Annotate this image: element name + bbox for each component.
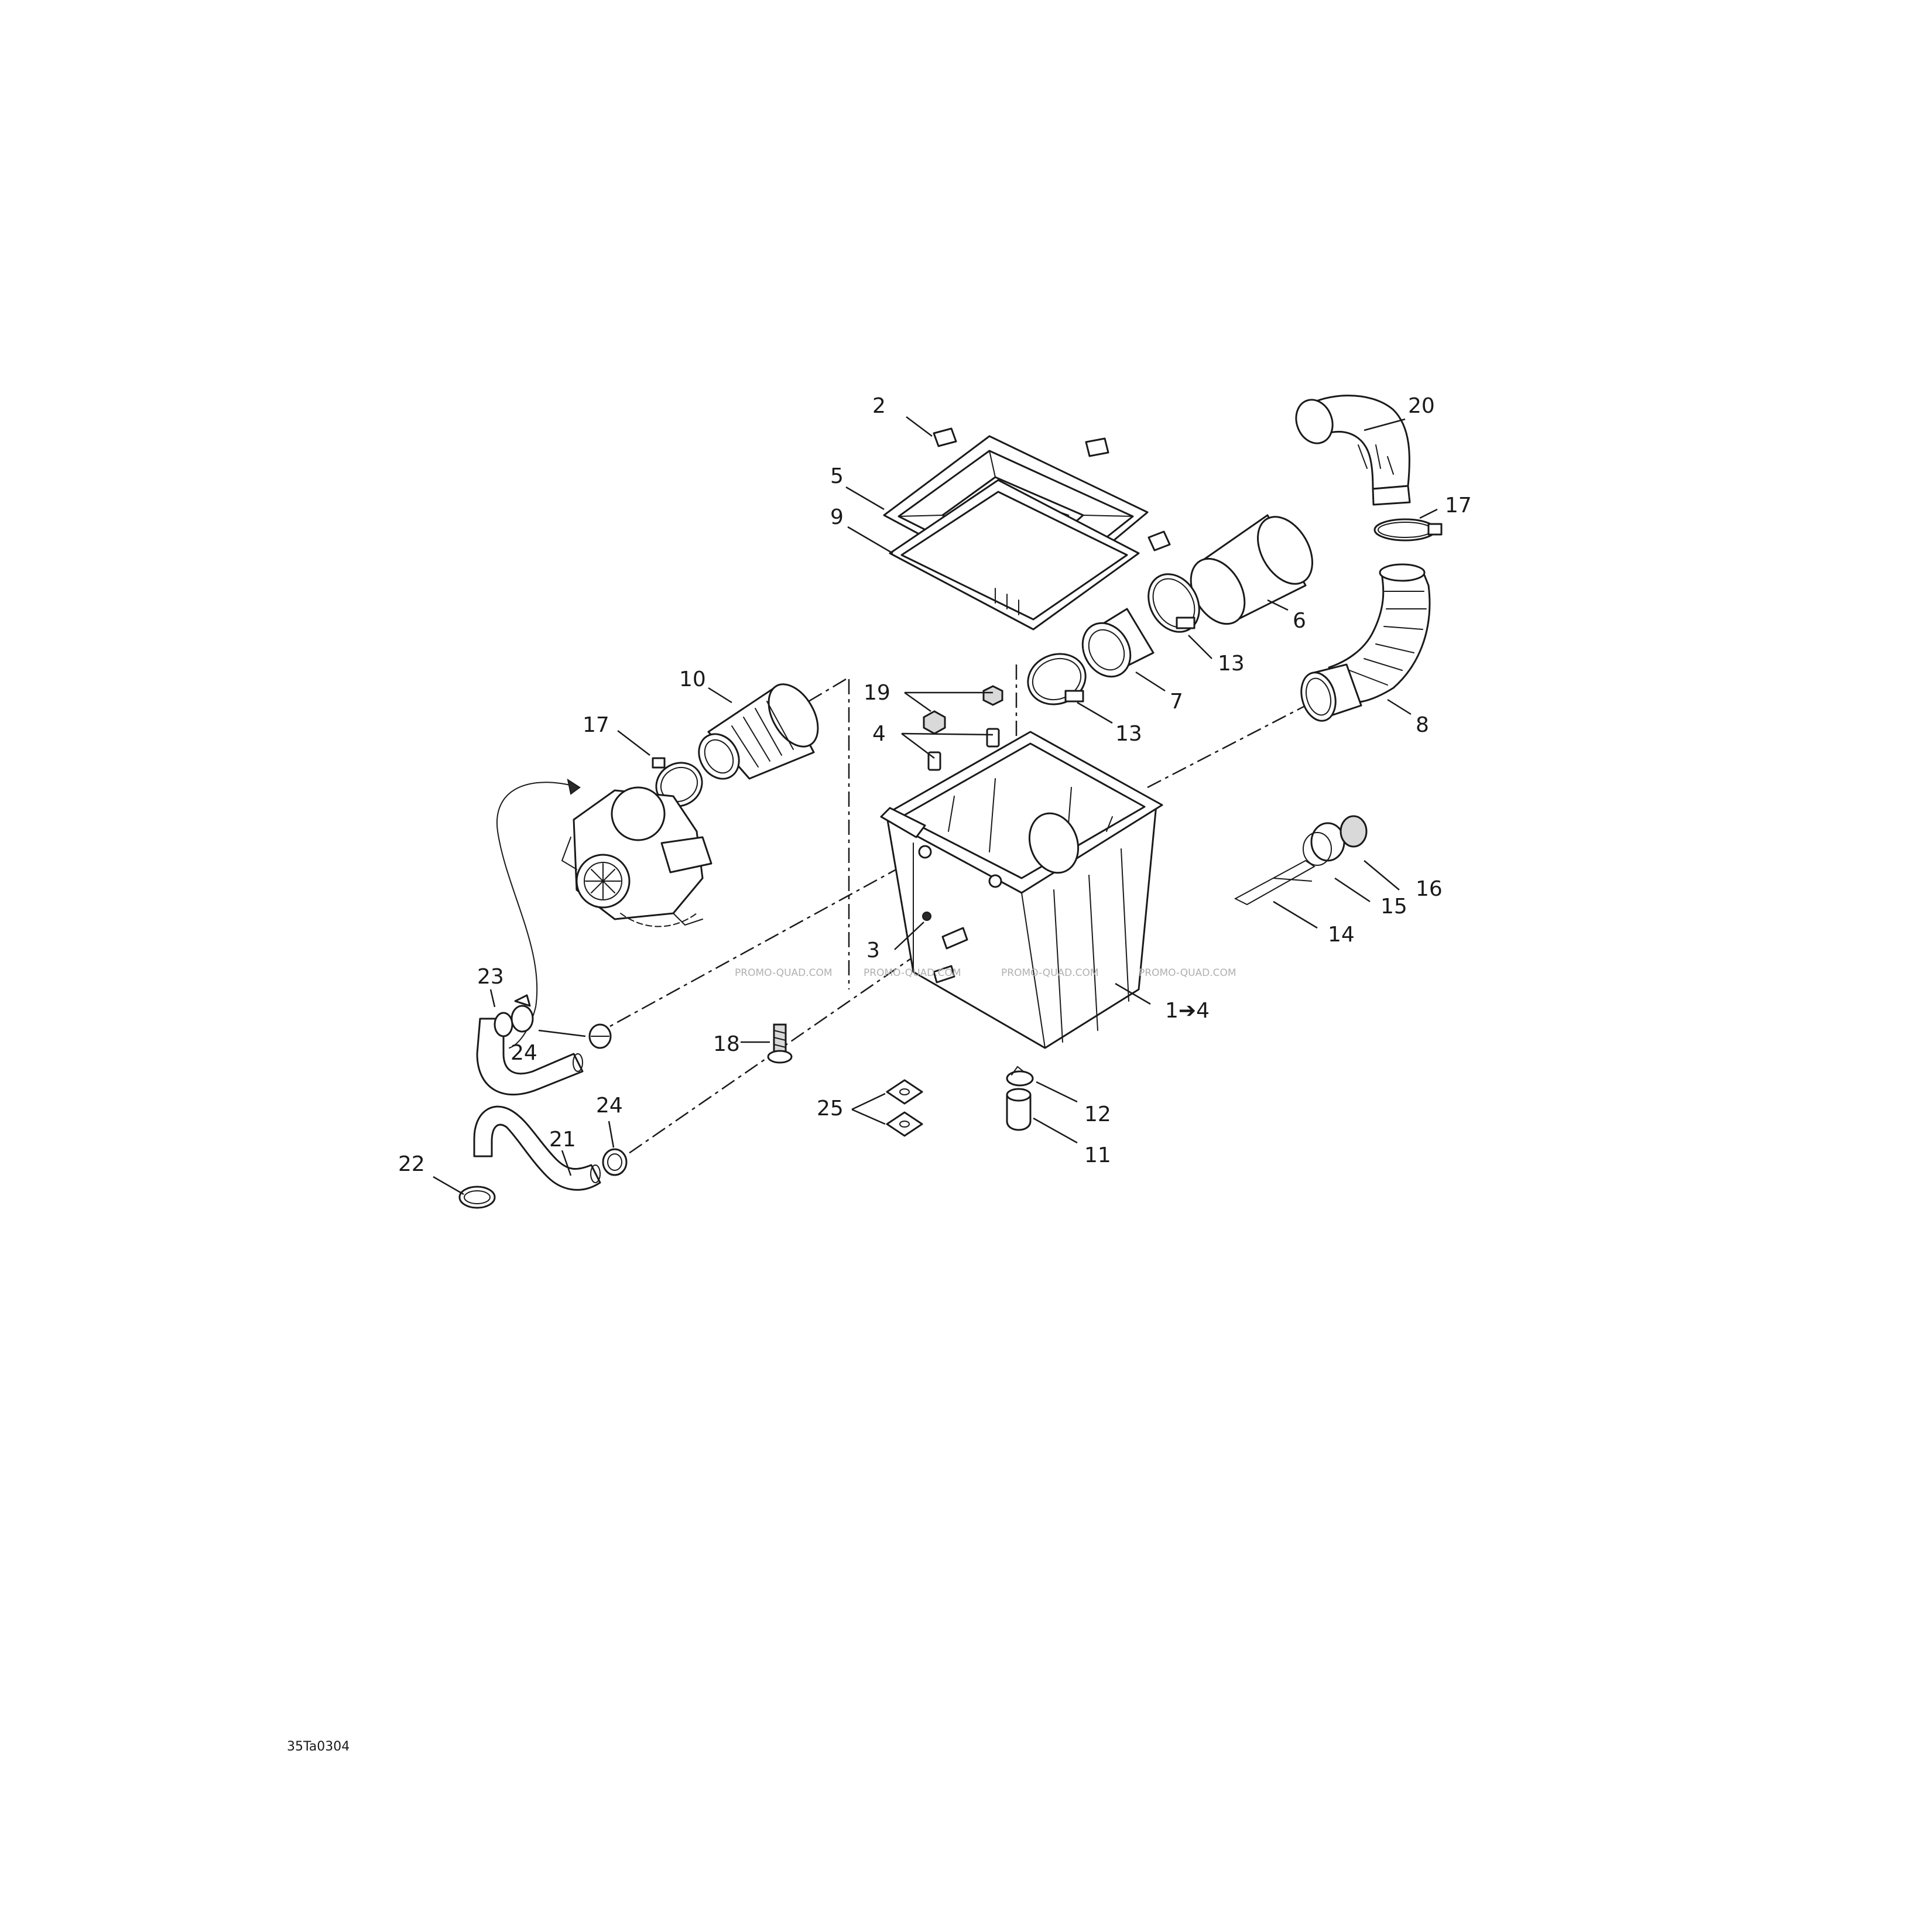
drain-clamp <box>1006 1066 1034 1087</box>
air-filter <box>889 479 1140 631</box>
spring-clip <box>1234 859 1316 906</box>
callout-10: 10 <box>679 667 706 691</box>
callout-3: 3 <box>866 938 880 962</box>
hose-clamp-upper <box>511 994 534 1033</box>
hose-clamp-middle <box>588 1023 612 1049</box>
callout-4: 4 <box>872 722 886 746</box>
callout-19: 19 <box>864 681 890 705</box>
watermark: PROMO-QUAD.COM <box>864 967 961 979</box>
watermark: PROMO-QUAD.COM <box>1001 967 1099 979</box>
intake-hose <box>1300 563 1431 722</box>
intake-boot <box>1190 514 1313 625</box>
callout-25: 25 <box>817 1097 844 1121</box>
callout-17-upper: 17 <box>1445 494 1472 518</box>
callout-20: 20 <box>1408 394 1435 418</box>
hose-clamp-lower <box>602 1148 628 1176</box>
drain-screw <box>767 1023 793 1064</box>
callout-8: 8 <box>1416 713 1429 737</box>
callout-24-lower: 24 <box>596 1094 623 1118</box>
diagram-code: 35Ta0304 <box>287 1739 350 1754</box>
drain-plug <box>1006 1088 1032 1131</box>
drain-hose-lower <box>473 1105 601 1191</box>
callout-14: 14 <box>1328 923 1355 947</box>
retaining-clip <box>933 427 1171 551</box>
drain-hose-upper <box>476 1012 584 1096</box>
carburetor-boot <box>698 683 819 780</box>
callout-9: 9 <box>830 505 844 529</box>
callout-15: 15 <box>1381 895 1407 919</box>
callout-11: 11 <box>1084 1143 1111 1167</box>
washer <box>886 1079 923 1137</box>
snorkel-elbow <box>1295 395 1411 506</box>
callout-13-lower: 13 <box>1115 722 1142 746</box>
callout-24-upper: 24 <box>511 1041 537 1065</box>
adapter <box>1081 608 1155 678</box>
vent-tube <box>496 778 581 1049</box>
callout-17-lower: 17 <box>583 713 609 737</box>
watermark: PROMO-QUAD.COM <box>735 967 833 979</box>
callout-2: 2 <box>872 394 886 418</box>
filter-cap <box>1303 822 1345 866</box>
air-box <box>880 731 1163 1049</box>
callout-18: 18 <box>713 1032 740 1056</box>
callout-6: 6 <box>1293 609 1306 633</box>
callout-21: 21 <box>549 1128 576 1152</box>
clamp-17-upper <box>1373 518 1443 542</box>
clamp-upper <box>1147 573 1200 633</box>
watermark: PROMO-QUAD.COM <box>1139 967 1236 979</box>
clamp-22 <box>458 1186 496 1209</box>
cap-seal <box>1340 815 1368 848</box>
callout-5: 5 <box>830 464 844 488</box>
nut <box>923 685 1003 735</box>
clamp-lower <box>1027 653 1087 705</box>
callout-1-4: 1➔4 <box>1165 999 1210 1023</box>
callout-22: 22 <box>398 1152 425 1176</box>
callout-7: 7 <box>1170 690 1183 714</box>
leader-lines <box>433 416 1438 1195</box>
callout-12: 12 <box>1084 1102 1111 1126</box>
callout-16: 16 <box>1416 877 1443 901</box>
callout-labels: 2 5 9 20 17 6 13 7 13 8 10 19 4 17 3 1➔4… <box>398 394 1472 1176</box>
callout-23: 23 <box>477 965 504 989</box>
callout-13-upper: 13 <box>1218 652 1245 676</box>
carburetor <box>561 786 712 927</box>
